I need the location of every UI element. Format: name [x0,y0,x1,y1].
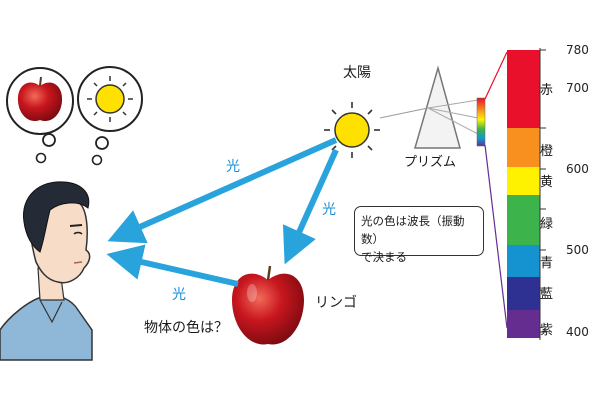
apple-icon [17,76,63,122]
tick-label-500: 500 [566,243,589,257]
light-label-upper: 光 [226,159,240,175]
spectrum-band-green [507,195,540,245]
callout-line-violet [484,144,508,329]
spectrum-band-orange [507,128,540,167]
apple [232,265,304,345]
light-label-middle: 光 [322,202,336,218]
person-figure [0,181,93,361]
arrow-apple-to-person [106,244,239,287]
thought-bubble-apple [6,67,74,164]
tick-marks [540,49,546,333]
note-line-2: で決まる [361,250,407,264]
callout-line-red [484,51,508,100]
color-name-yellow: 黄 [540,175,554,190]
apple-label: リンゴ [315,295,357,311]
prism [379,65,486,149]
color-name-blue: 青 [540,256,554,271]
light-label-lower: 光 [172,287,186,303]
thought-bubble-sun [77,66,143,166]
light-arrows [106,137,339,287]
spectrum-band-red [507,50,540,128]
sun-icon [87,76,133,122]
prism-label: プリズム [404,155,457,170]
color-name-orange: 橙 [540,144,554,159]
spectrum-band-blue [507,245,540,277]
sun-label: 太陽 [343,65,371,81]
note-line-1: 光の色は波長（振動数） [361,214,465,246]
color-name-green: 緑 [540,217,554,232]
question-label: 物体の色は？ [144,320,228,336]
tick-label-780: 780 [566,43,589,57]
tick-label-600: 600 [566,162,589,176]
arrow-sun-to-person [107,137,338,244]
wavelength-note: 光の色は波長（振動数） で決まる [354,206,484,264]
spectrum-band-violet [507,310,540,338]
spectrum-band-yellow [507,167,540,195]
spectrum-band-indigo [507,277,540,310]
color-name-indigo: 藍 [540,287,554,302]
tick-label-400: 400 [566,325,589,339]
tick-label-700: 700 [566,81,589,95]
arrow-sun-to-apple [282,148,339,265]
spectrum-bar [507,50,540,338]
color-name-violet: 紫 [540,323,554,338]
color-name-red: 赤 [540,83,554,98]
sun [324,102,380,158]
